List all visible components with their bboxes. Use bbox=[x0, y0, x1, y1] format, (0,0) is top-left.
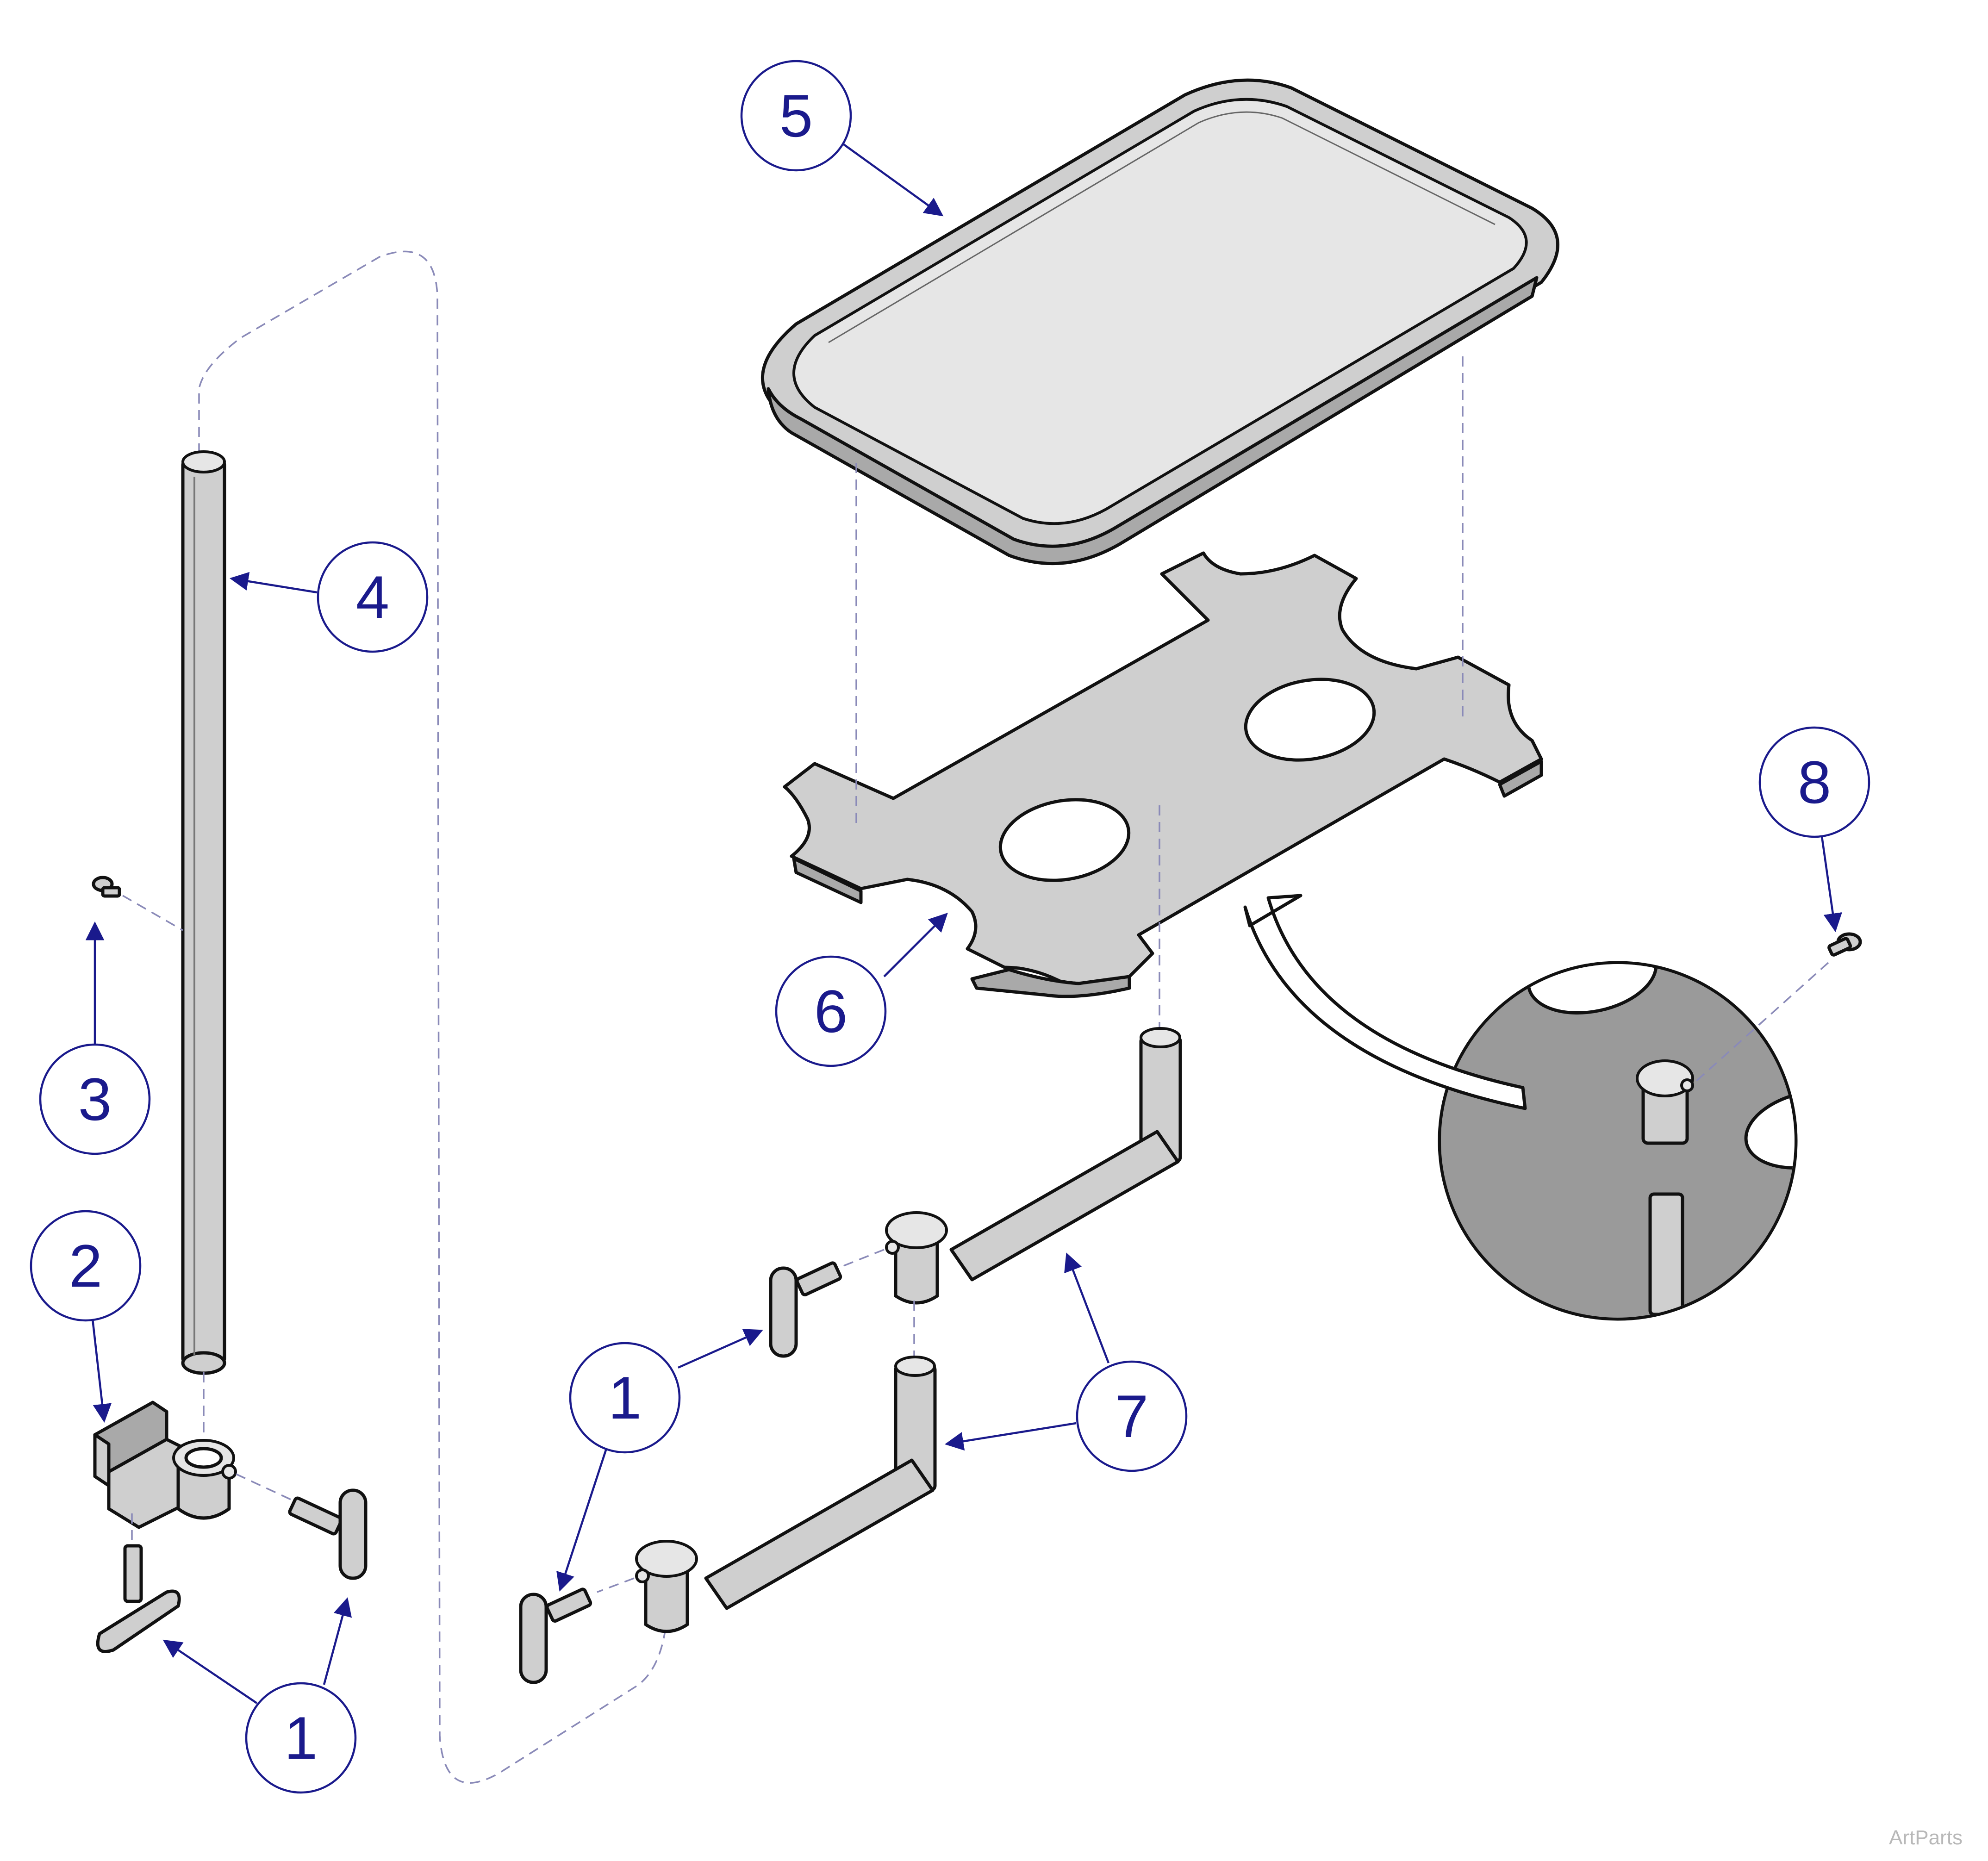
detail-magnifier bbox=[1438, 961, 1798, 1321]
callout-6: 6 bbox=[775, 955, 887, 1067]
tray bbox=[761, 78, 1559, 566]
swing-arm-lower bbox=[635, 1356, 937, 1633]
leader-5 bbox=[841, 143, 944, 217]
leader-7-upper bbox=[1064, 1252, 1110, 1363]
watermark: ArtParts bbox=[1889, 1826, 1963, 1849]
callout-8: 8 bbox=[1758, 726, 1870, 838]
callout-6-label: 6 bbox=[814, 977, 848, 1045]
callout-2: 2 bbox=[30, 1210, 142, 1322]
callout-2-label: 2 bbox=[69, 1232, 102, 1300]
leader-1-right-b bbox=[556, 1448, 608, 1592]
leader-2 bbox=[91, 1319, 112, 1423]
swing-arm-upper bbox=[885, 1027, 1182, 1305]
callout-5-label: 5 bbox=[779, 82, 813, 149]
leader-6 bbox=[883, 913, 948, 977]
callout-7-lower-label: 7 bbox=[1115, 1382, 1148, 1450]
callout-3: 3 bbox=[39, 1043, 151, 1155]
guide-arm-lower-to-knob bbox=[597, 1577, 635, 1593]
thumb-screw-bottom-left bbox=[96, 1544, 181, 1653]
set-screw-detail bbox=[1827, 932, 1862, 957]
thumb-screw-right-lower bbox=[519, 1587, 592, 1684]
leader-8 bbox=[1820, 833, 1842, 933]
leader-1-left-a bbox=[162, 1639, 258, 1704]
small-screw bbox=[92, 876, 121, 898]
assembly-guide-loop bbox=[198, 250, 667, 1784]
leader-7-lower bbox=[945, 1422, 1077, 1451]
callout-7-upper-label: 7 bbox=[1115, 1382, 1148, 1450]
guide-screw-to-post bbox=[122, 895, 183, 931]
vertical-post bbox=[181, 450, 226, 1375]
plate-slot-front bbox=[998, 798, 1131, 882]
callout-4: 4 bbox=[317, 541, 429, 653]
callout-8-label: 8 bbox=[1798, 748, 1831, 816]
detail-pointer-arrow bbox=[1243, 894, 1527, 1110]
thumb-screw-right-upper bbox=[769, 1261, 842, 1358]
tray-support-plate bbox=[783, 551, 1543, 998]
guide-clamp-to-knob-side bbox=[236, 1473, 301, 1505]
plate-slot-rear bbox=[1244, 678, 1376, 762]
leader-1-right-a bbox=[678, 1329, 763, 1369]
guide-arm-upper-to-knob bbox=[837, 1249, 885, 1269]
callout-1-left: 1 bbox=[245, 1682, 357, 1794]
guide-setscrew-to-collar bbox=[1693, 962, 1829, 1084]
leader-1-left-b bbox=[323, 1597, 352, 1685]
leader-4 bbox=[230, 572, 318, 594]
callout-1-right-label: 1 bbox=[608, 1364, 642, 1432]
callout-5: 5 bbox=[740, 60, 852, 172]
callout-1-left-label: 1 bbox=[284, 1704, 318, 1772]
callout-3-label: 3 bbox=[78, 1065, 112, 1133]
callout-4-label: 4 bbox=[356, 563, 389, 631]
callout-7-upper: 7 bbox=[1076, 1360, 1188, 1472]
callout-1-right: 1 bbox=[569, 1342, 681, 1454]
rail-clamp bbox=[93, 1400, 237, 1529]
thumb-screw-side-left bbox=[288, 1488, 368, 1580]
